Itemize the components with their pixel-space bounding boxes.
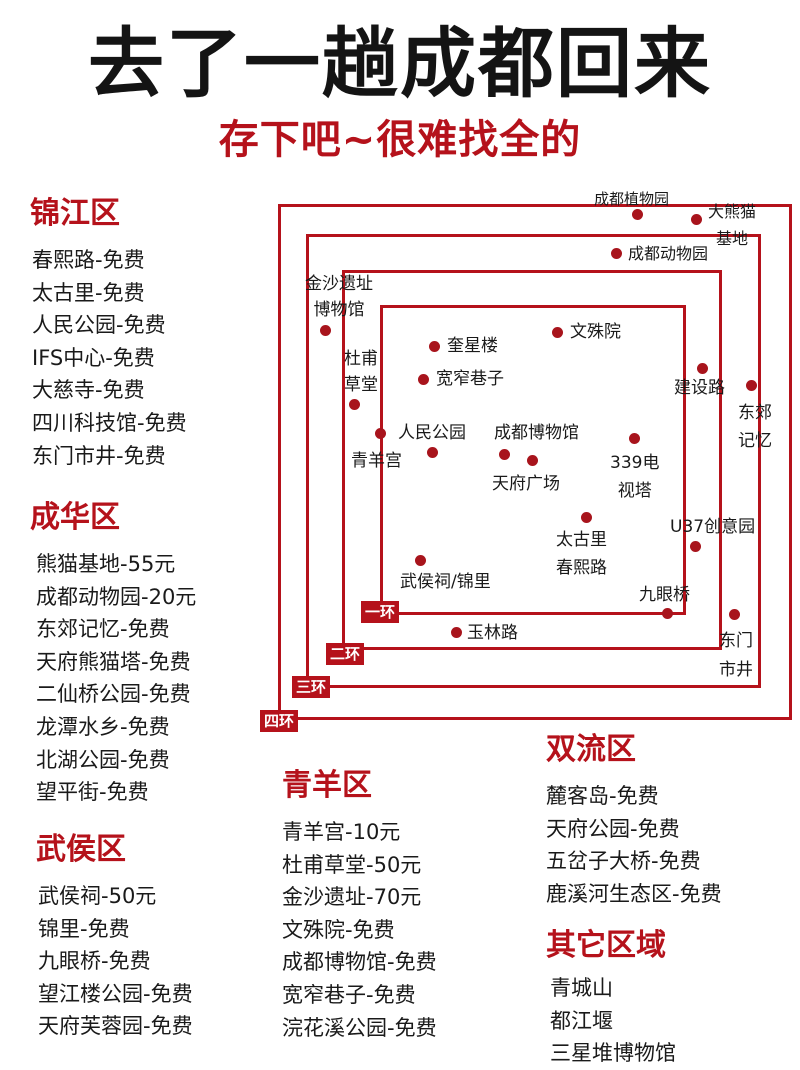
ring-label-4: 四环 xyxy=(260,710,299,732)
list-item: 武侯祠-50元 xyxy=(38,884,157,908)
map-label-kuixing: 奎星楼 xyxy=(447,336,498,356)
marker-dot xyxy=(498,448,510,460)
ring-road-4 xyxy=(278,204,792,720)
map-label-panda-base: 大熊猫 基地 xyxy=(708,202,757,248)
map-label-kuanzhai: 宽窄巷子 xyxy=(436,369,504,389)
list-item: 三星堆博物馆 xyxy=(550,1041,676,1066)
district-title-other: 其它区域 xyxy=(546,928,666,963)
list-item: 人民公园-免费 xyxy=(32,313,166,338)
map-label-jianshe: 建设路 xyxy=(674,378,725,398)
list-item: 春熙路-免费 xyxy=(32,248,145,272)
ring-label-1: 一环 xyxy=(361,601,400,623)
list-item: 四川科技馆-免费 xyxy=(32,410,187,435)
map-label-taikooli: 太古里 春熙路 xyxy=(556,530,607,578)
marker-dot xyxy=(374,427,386,439)
map-label-dongjiao: 东郊 记忆 xyxy=(738,403,772,451)
list-item: 杜甫草堂-50元 xyxy=(282,852,422,877)
marker-dot xyxy=(319,324,331,336)
list-item: 青城山 xyxy=(550,976,613,1000)
map-label-museum: 成都博物馆 xyxy=(494,423,579,443)
list-item: 龙潭水乡-免费 xyxy=(36,714,170,739)
marker-dot xyxy=(628,432,640,444)
marker-dot xyxy=(450,626,462,638)
district-list-chenghua: 熊猫基地-55元 成都动物园-20元 东郊记忆-免费 天府熊猫塔-免费 二仙桥公… xyxy=(36,548,196,809)
list-item: 北湖公园-免费 xyxy=(36,747,170,772)
marker-dot xyxy=(414,554,426,566)
list-item: 浣花溪公园-免费 xyxy=(282,1015,437,1040)
list-item: 成都博物馆-免费 xyxy=(282,950,437,975)
map-label-dufu: 杜甫 草堂 xyxy=(344,349,378,395)
marker-dot xyxy=(428,340,440,352)
marker-dot xyxy=(689,540,701,552)
marker-dot xyxy=(580,511,592,523)
map-label-qingyang-palace: 青羊宫 xyxy=(351,451,402,471)
list-item: 东门市井-免费 xyxy=(32,443,166,468)
district-list-wuhou: 武侯祠-50元 锦里-免费 九眼桥-免费 望江楼公园-免费 天府芙蓉园-免费 xyxy=(38,880,193,1043)
map-label-botanical-garden: 成都植物园 xyxy=(594,190,670,208)
marker-dot xyxy=(348,398,360,410)
district-title-qingyang: 青羊区 xyxy=(282,768,372,803)
list-item: 麓客岛-免费 xyxy=(546,784,659,808)
list-item: 天府熊猫塔-免费 xyxy=(36,649,191,674)
map-label-jinsha: 金沙遗址 博物馆 xyxy=(305,274,373,320)
list-item: 宽窄巷子-免费 xyxy=(282,982,416,1007)
list-item: 都江堰 xyxy=(550,1008,613,1033)
district-list-other: 青城山 都江堰 三星堆博物馆 xyxy=(550,972,676,1070)
map-label-yulin: 玉林路 xyxy=(467,623,518,643)
marker-dot xyxy=(526,454,538,466)
ring-label-2: 二环 xyxy=(326,643,365,665)
marker-dot xyxy=(745,379,757,391)
list-item: 成都动物园-20元 xyxy=(36,584,197,609)
marker-dot xyxy=(426,446,438,458)
district-list-jinjiang: 春熙路-免费 太古里-免费 人民公园-免费 IFS中心-免费 大慈寺-免费 四川… xyxy=(32,244,187,472)
list-item: 天府芙蓉园-免费 xyxy=(38,1014,193,1039)
list-item: 九眼桥-免费 xyxy=(38,949,151,974)
map-label-dongmen: 东门 市井 xyxy=(719,631,753,680)
map-label-u37: U37创意园 xyxy=(670,517,756,537)
list-item: 文殊院-免费 xyxy=(282,917,395,942)
list-item: 二仙桥公园-免费 xyxy=(36,682,191,707)
list-item: 金沙遗址-70元 xyxy=(282,885,422,910)
page-subtitle: 存下吧~很难找全的 xyxy=(218,117,582,163)
list-item: 鹿溪河生态区-免费 xyxy=(546,881,722,906)
map-label-jiuyan: 九眼桥 xyxy=(639,585,690,605)
marker-dot xyxy=(551,326,563,338)
marker-dot xyxy=(728,608,740,620)
list-item: 望江楼公园-免费 xyxy=(38,981,193,1006)
marker-dot xyxy=(661,607,673,619)
district-list-qingyang: 青羊宫-10元 杜甫草堂-50元 金沙遗址-70元 文殊院-免费 成都博物馆-免… xyxy=(282,816,437,1044)
ring-label-3: 三环 xyxy=(292,676,331,698)
map-label-tv-tower: 339电 视塔 xyxy=(610,453,660,501)
list-item: 五岔子大桥-免费 xyxy=(546,849,701,874)
page-title: 去了一趟成都回来 xyxy=(88,19,712,108)
district-title-jinjiang: 锦江区 xyxy=(30,196,120,231)
map-label-wenshu: 文殊院 xyxy=(570,322,621,342)
district-title-shuangliu: 双流区 xyxy=(546,732,636,767)
list-item: 青羊宫-10元 xyxy=(282,820,401,844)
marker-dot xyxy=(631,208,643,220)
list-item: 太古里-免费 xyxy=(32,280,145,305)
map-label-renmin-park: 人民公园 xyxy=(398,423,466,443)
district-title-chenghua: 成华区 xyxy=(30,500,120,535)
list-item: 望平街-免费 xyxy=(36,780,149,805)
marker-dot xyxy=(690,213,702,225)
district-list-shuangliu: 麓客岛-免费 天府公园-免费 五岔子大桥-免费 鹿溪河生态区-免费 xyxy=(546,780,722,910)
marker-dot xyxy=(417,373,429,385)
map-label-wuhouci: 武侯祠/锦里 xyxy=(400,572,491,592)
ring-road-2 xyxy=(342,270,722,650)
map-label-zoo: 成都动物园 xyxy=(628,244,709,263)
ring-road-1 xyxy=(380,305,686,615)
list-item: 锦里-免费 xyxy=(38,916,130,941)
marker-dot xyxy=(610,247,622,259)
marker-dot xyxy=(696,362,708,374)
list-item: 天府公园-免费 xyxy=(546,816,680,841)
list-item: 大慈寺-免费 xyxy=(32,378,145,403)
ring-road-3 xyxy=(306,234,761,688)
list-item: 东郊记忆-免费 xyxy=(36,617,170,642)
map-label-tianfu-square: 天府广场 xyxy=(492,474,560,494)
list-item: 熊猫基地-55元 xyxy=(36,552,176,576)
district-title-wuhou: 武侯区 xyxy=(36,832,126,867)
list-item: IFS中心-免费 xyxy=(32,345,155,370)
